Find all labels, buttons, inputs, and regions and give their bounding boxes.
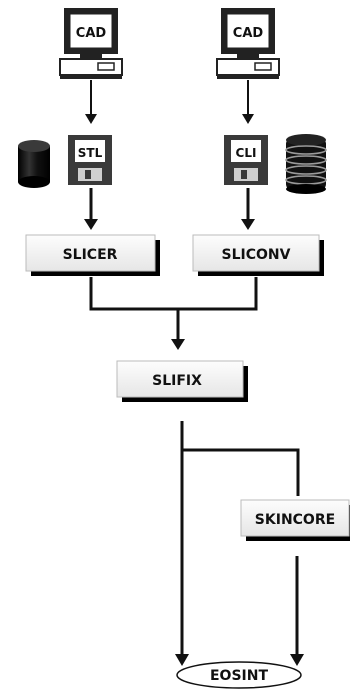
cli-floppy-disk-icon: CLI — [224, 135, 268, 185]
stacked-database-icon — [285, 134, 327, 194]
eosint-label: EOSINT — [210, 668, 268, 684]
sliconv-process-box: SLICONV — [192, 234, 324, 276]
arrow-cad-to-cli — [242, 80, 254, 124]
skincore-label: SKINCORE — [255, 512, 335, 528]
slicer-label: SLICER — [63, 247, 118, 263]
cli-disk-label: CLI — [236, 146, 257, 160]
right-computer-screen-label: CAD — [233, 26, 264, 41]
split-connector — [175, 421, 300, 666]
right-computer-icon: CAD — [216, 8, 280, 79]
stl-disk-label: STL — [78, 146, 103, 160]
left-computer-screen-label: CAD — [76, 26, 107, 41]
arrow-skincore-to-eosint — [290, 556, 304, 666]
sliconv-label: SLICONV — [222, 247, 291, 263]
slifix-process-box: SLIFIX — [116, 360, 248, 402]
skincore-process-box: SKINCORE — [240, 499, 350, 541]
stl-floppy-disk-icon: STL — [68, 135, 112, 185]
left-computer-icon: CAD — [59, 8, 123, 79]
merge-connector — [89, 277, 258, 350]
arrow-cad-to-stl — [85, 80, 97, 124]
database-cylinder-icon — [18, 140, 50, 188]
eosint-output-node: EOSINT — [176, 661, 302, 689]
slifix-label: SLIFIX — [152, 373, 202, 389]
arrow-stl-to-slicer — [84, 188, 98, 230]
slicer-process-box: SLICER — [25, 234, 160, 276]
arrow-cli-to-sliconv — [241, 188, 255, 230]
